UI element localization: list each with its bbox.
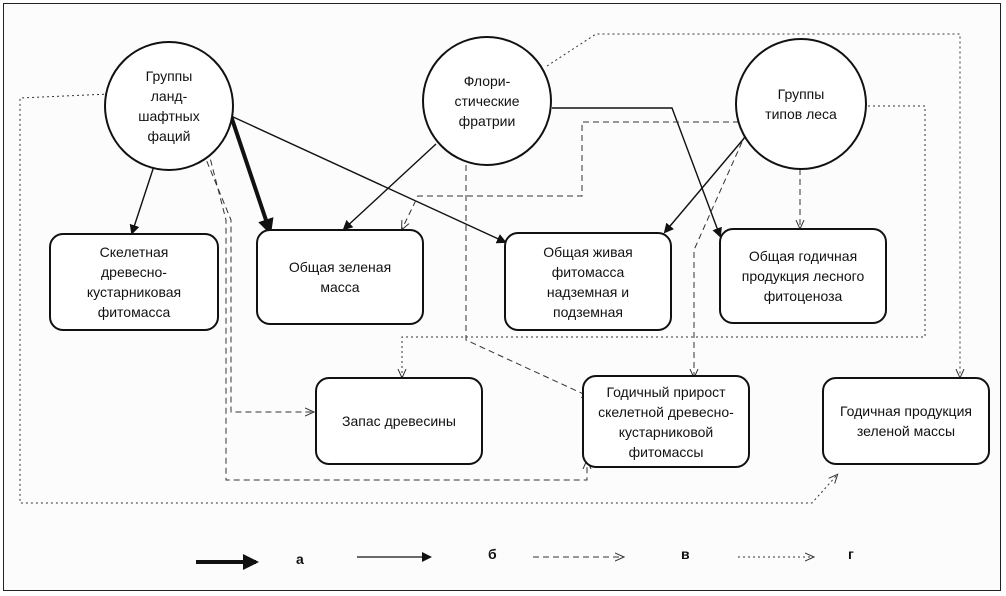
dotted-arrow-phratries-to-green-mass-production [546,33,960,377]
legend-label-v: в [681,546,690,562]
node-floristic-phratries: Флори- стические фратрии [422,36,552,166]
dashed-arrow-phratries-to-annual-increment [465,155,590,397]
node-label: Общая зеленая масса [288,259,392,295]
node-label: Общая живая фитомасса надземная и подзем… [543,243,633,320]
node-label: Группы ланд- шафтных фаций [138,68,200,144]
node-annual-production: Общая годичная продукция лесного фитоцен… [719,228,887,324]
legend-label-g: г [848,546,854,562]
dashed-arrow-forest-types-to-green-mass [402,121,739,229]
solid-arrow-forest-types-to-live-phytomass [663,135,747,234]
legend-label-a: а [296,551,304,567]
node-total-live-phytomass: Общая живая фитомасса надземная и подзем… [504,232,672,331]
dashed-arrow-facies-to-annual-increment [207,149,587,481]
node-annual-increment: Годичный прирост скелетной древесно- кус… [582,375,750,468]
node-forest-type-groups: Группы типов леса [735,38,867,170]
solid-arrow-facies-to-live-phytomass [230,115,507,244]
node-skeletal-phytomass: Скелетная древесно- кустарниковая фитома… [49,233,219,331]
solid-arrow-phratries-to-green-mass [342,143,437,231]
bold-arrow-facies-to-green-mass [229,115,274,235]
node-groups-landscape-facies: Группы ланд- шафтных фаций [104,41,234,171]
node-label: Флори- стические фратрии [454,73,520,129]
solid-arrow-facies-to-skeletal [129,165,155,235]
node-label: Общая годичная продукция лесного фитоцен… [741,248,865,304]
node-total-green-mass: Общая зеленая масса [256,229,424,325]
node-label: Запас древесины [342,413,456,429]
solid-arrow-phratries-to-annual-production [552,107,722,238]
node-label: Годичный прирост скелетной древесно- кус… [598,383,734,460]
dashed-arrow-forest-types-to-annual-increment [694,132,747,377]
node-label: Группы типов леса [765,86,837,122]
node-wood-stock: Запас древесины [315,377,483,465]
node-label: Годичная продукция зеленой массы [840,403,972,439]
legend-label-b: б [488,546,497,562]
node-green-mass-production: Годичная продукция зеленой массы [822,377,990,465]
node-label: Скелетная древесно- кустарниковая фитома… [86,244,182,320]
